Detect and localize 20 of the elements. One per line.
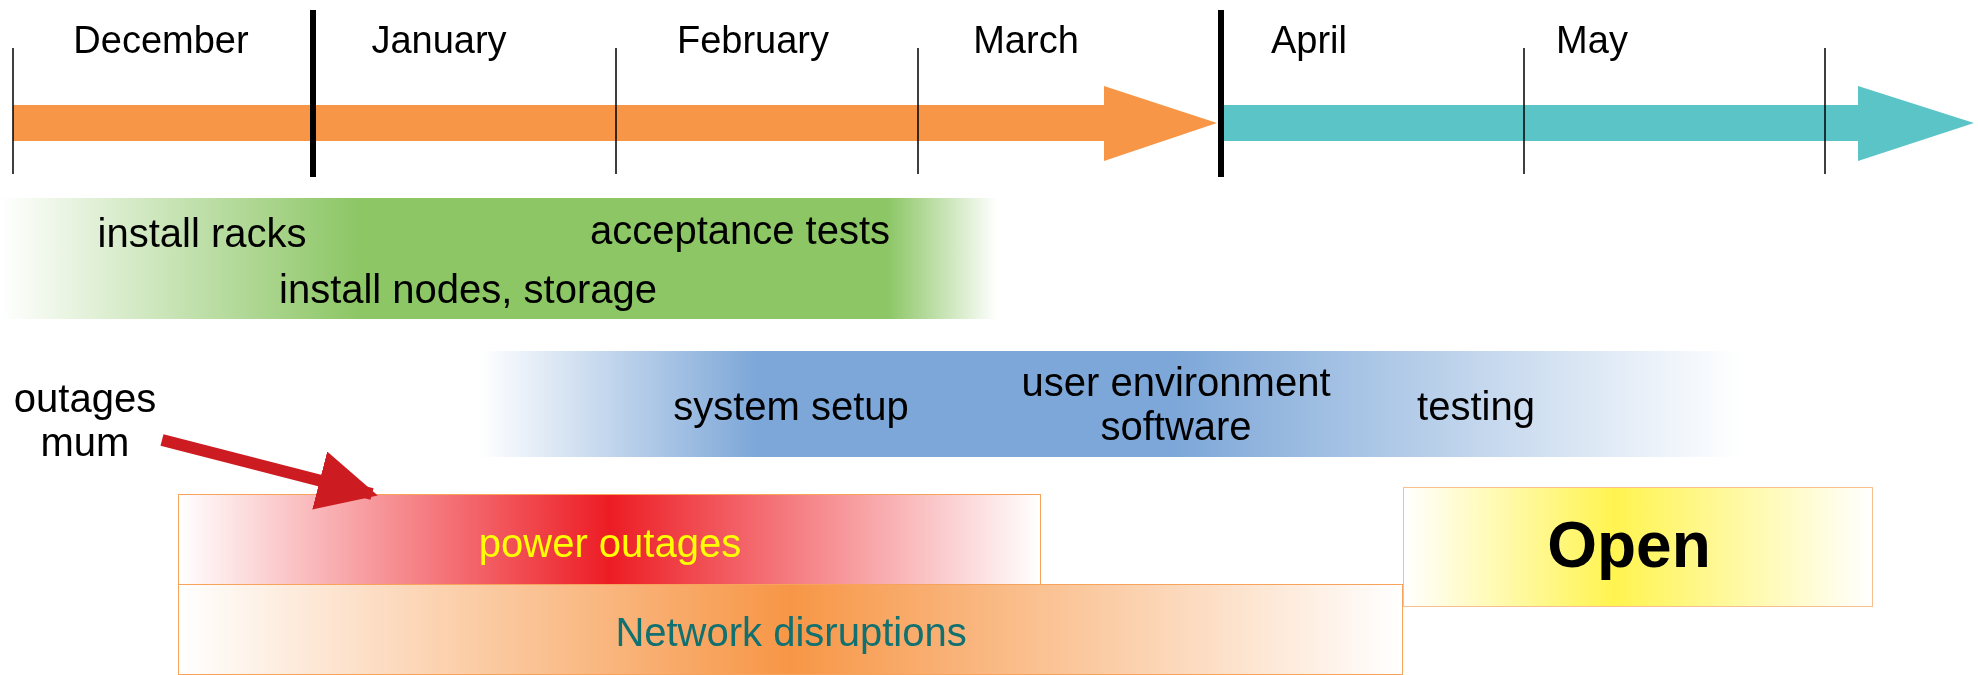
bar-label: Network disruptions: [615, 610, 967, 654]
arrow: [160, 434, 378, 510]
bar-label: Open: [1547, 510, 1711, 580]
month-label: February: [676, 18, 830, 62]
month-label: January: [371, 18, 507, 62]
task-label: acceptance tests: [589, 208, 891, 252]
month-label: April: [1271, 18, 1347, 62]
event-bar: [178, 494, 1041, 584]
month-label: December: [73, 18, 249, 62]
annotation-label: outages mum: [12, 376, 158, 464]
task-label: install nodes, storage: [279, 267, 657, 311]
task-label: system setup: [673, 384, 909, 428]
task-label: testing: [1417, 384, 1535, 428]
event-bar: [178, 584, 1403, 675]
task-label: user environment software: [1020, 360, 1332, 448]
bar-label: power outages: [478, 521, 742, 565]
month-label: March: [973, 18, 1079, 62]
task-label: install racks: [97, 211, 307, 255]
month-label: May: [1556, 18, 1628, 62]
milestone-box: [1403, 487, 1873, 607]
